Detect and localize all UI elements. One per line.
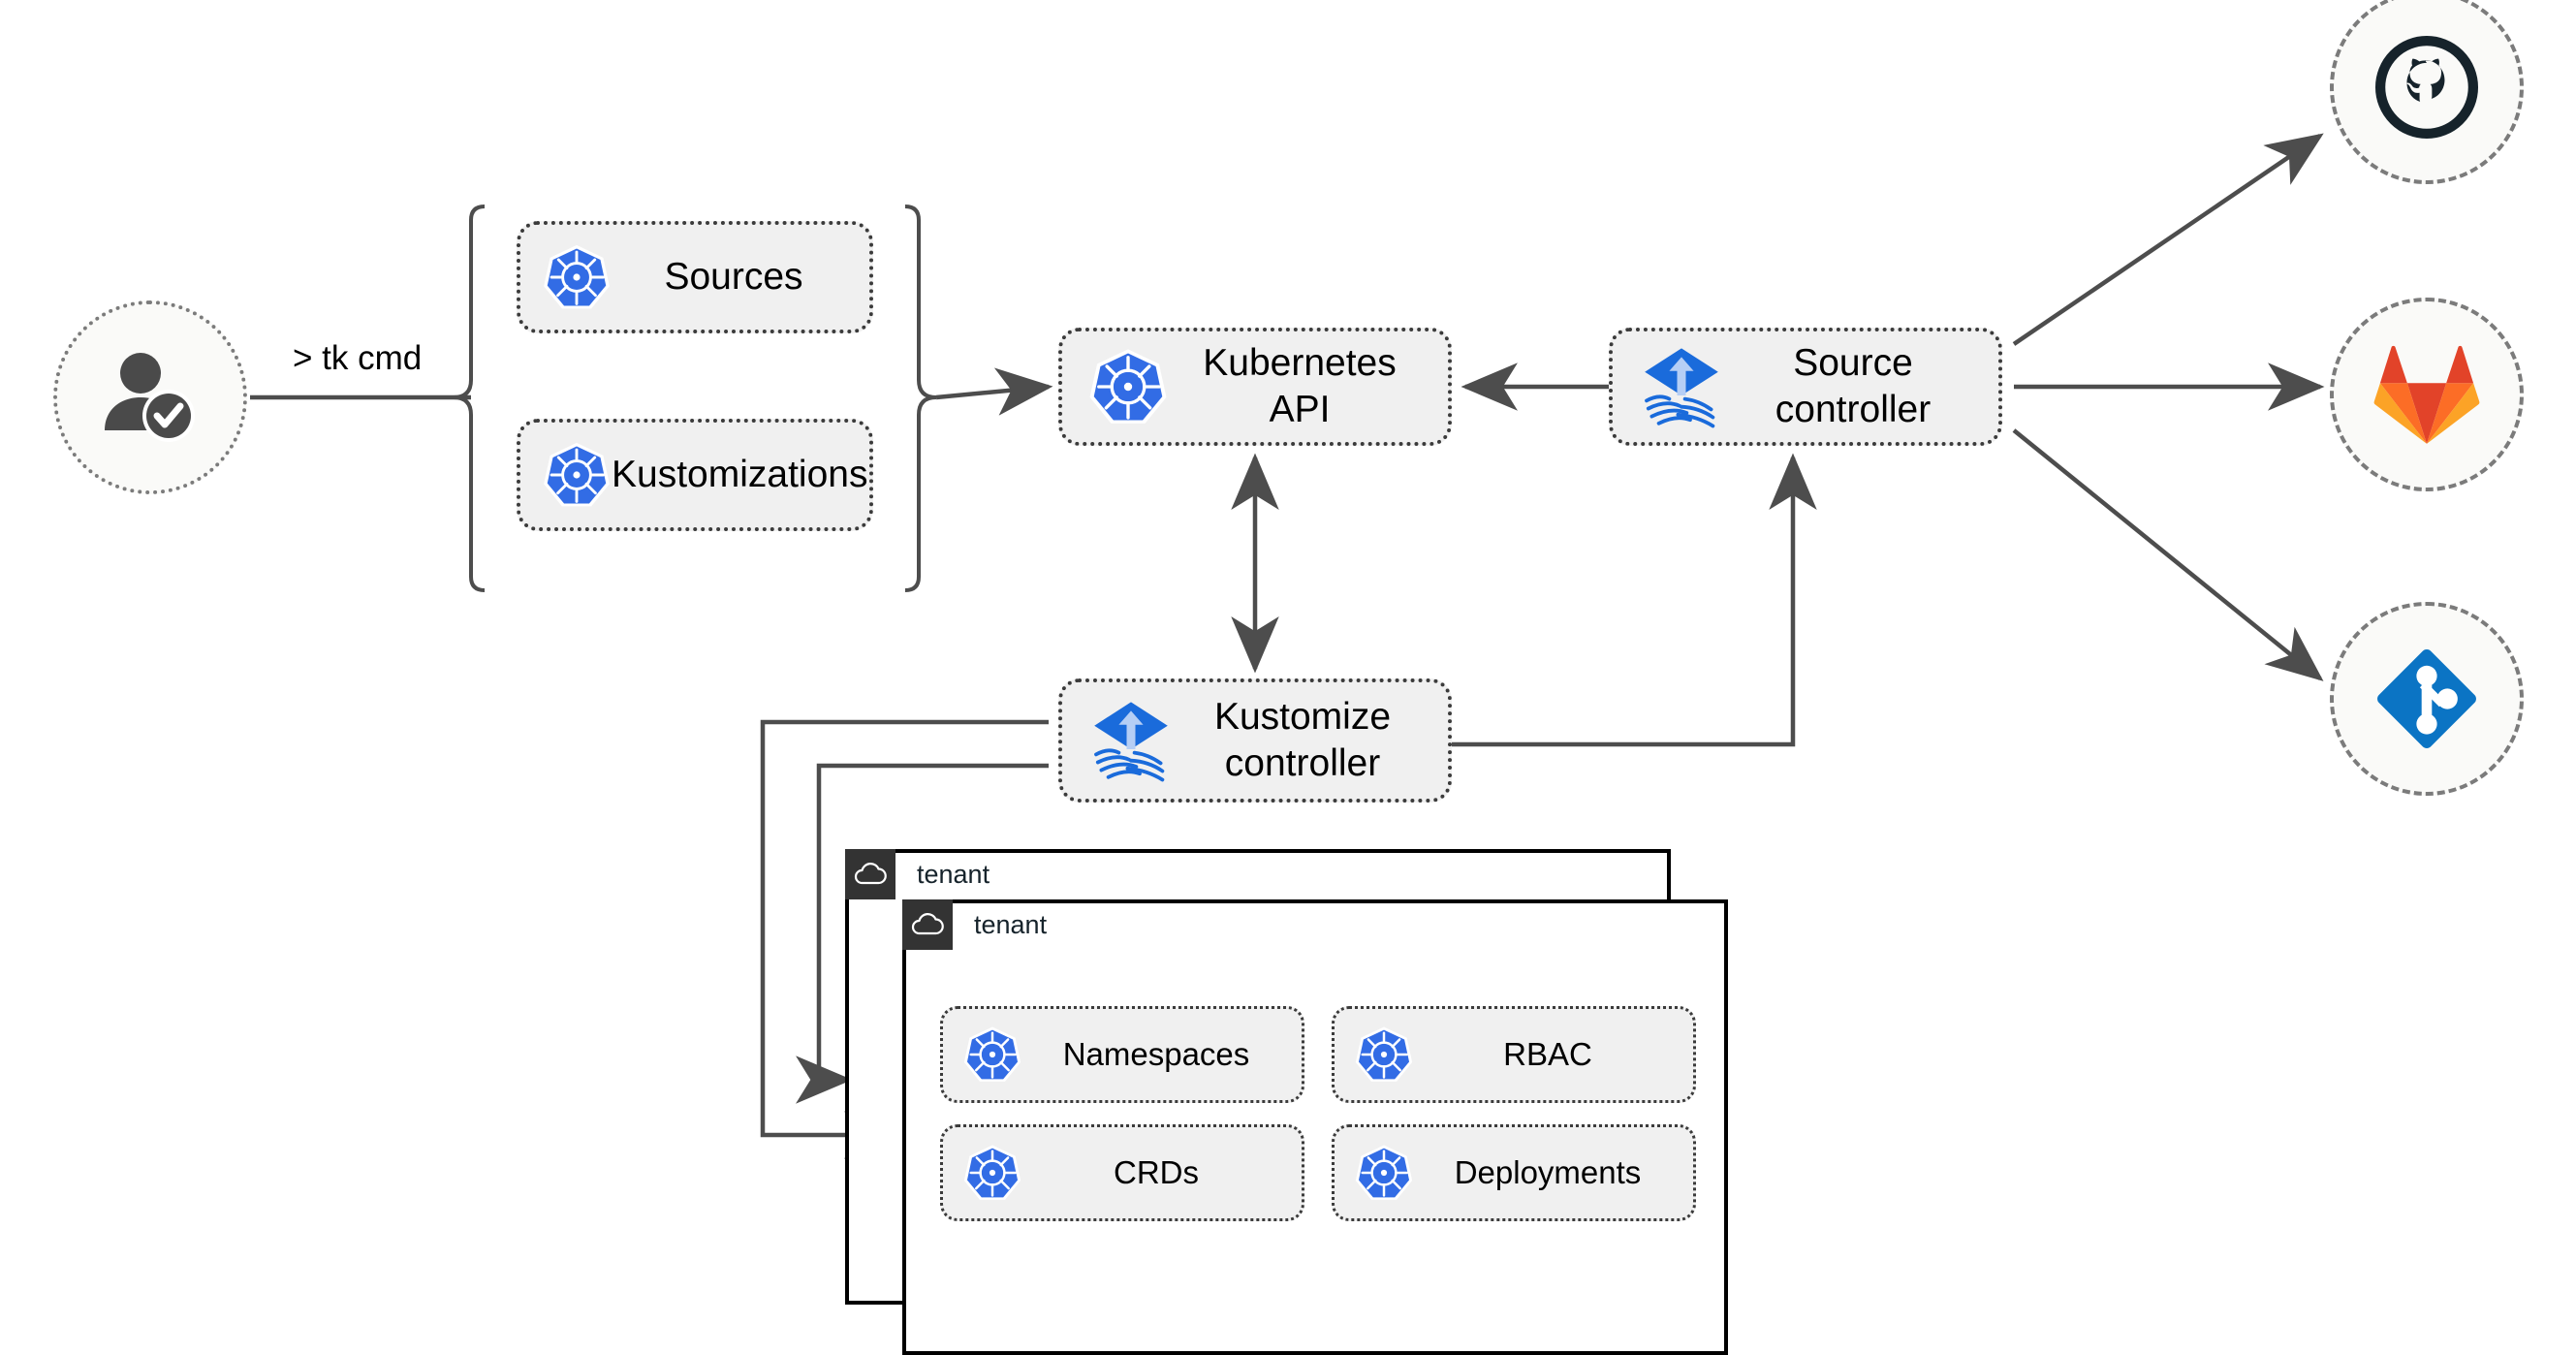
- tenant-outer-tab: tenant: [845, 849, 990, 899]
- node-sources[interactable]: Sources: [517, 221, 873, 333]
- provider-github[interactable]: [2330, 0, 2524, 184]
- tenant-inner-label: tenant: [974, 909, 1048, 939]
- actor-user[interactable]: [53, 300, 247, 494]
- flux-icon: [1087, 697, 1175, 784]
- resource-crds[interactable]: CRDs: [940, 1124, 1304, 1221]
- gitlab-icon: [2373, 345, 2480, 444]
- user-check-icon: [105, 353, 195, 442]
- node-kustomize-controller-label: Kustomize controller: [1213, 696, 1392, 784]
- tenant-resource-grid: Namespaces: [940, 1006, 1696, 1221]
- kubernetes-icon: [1354, 1024, 1414, 1085]
- kubernetes-icon: [962, 1143, 1022, 1203]
- cloud-icon: [845, 849, 895, 899]
- resource-namespaces-label: Namespaces: [1062, 1036, 1250, 1072]
- node-kustomizations[interactable]: Kustomizations: [517, 419, 873, 531]
- kubernetes-icon: [1354, 1143, 1414, 1203]
- resource-rbac-label: RBAC: [1503, 1036, 1592, 1072]
- git-icon: [2377, 649, 2476, 748]
- kubernetes-icon: [542, 242, 612, 312]
- resource-crds-label: CRDs: [1114, 1154, 1199, 1190]
- resource-rbac[interactable]: RBAC: [1332, 1006, 1696, 1103]
- provider-git[interactable]: [2330, 602, 2524, 796]
- node-kubernetes-api-label: Kubernetes API: [1203, 342, 1397, 430]
- node-source-controller-label: Source controller: [1775, 342, 1932, 430]
- node-sources-label: Sources: [664, 256, 803, 299]
- node-kustomizations-label: Kustomizations: [612, 454, 868, 496]
- github-icon: [2374, 35, 2479, 140]
- flux-icon: [1638, 343, 1725, 430]
- tenant-inner-tab: tenant: [902, 899, 1047, 950]
- tenant-cluster-inner[interactable]: tenant: [902, 899, 1728, 1355]
- resource-deployments[interactable]: Deployments: [1332, 1124, 1696, 1221]
- node-kustomize-controller[interactable]: Kustomize controller: [1058, 678, 1452, 803]
- kubernetes-icon: [542, 440, 612, 510]
- resource-deployments-label: Deployments: [1454, 1154, 1642, 1190]
- cloud-icon: [902, 899, 953, 950]
- resource-namespaces[interactable]: Namespaces: [940, 1006, 1304, 1103]
- node-source-controller[interactable]: Source controller: [1609, 328, 2002, 446]
- edge-label-tk-cmd: > tk cmd: [287, 339, 428, 378]
- kubernetes-icon: [962, 1024, 1022, 1085]
- node-kubernetes-api[interactable]: Kubernetes API: [1058, 328, 1452, 446]
- provider-gitlab[interactable]: [2330, 298, 2524, 491]
- kubernetes-icon: [1087, 346, 1169, 427]
- tenant-outer-label: tenant: [917, 859, 990, 889]
